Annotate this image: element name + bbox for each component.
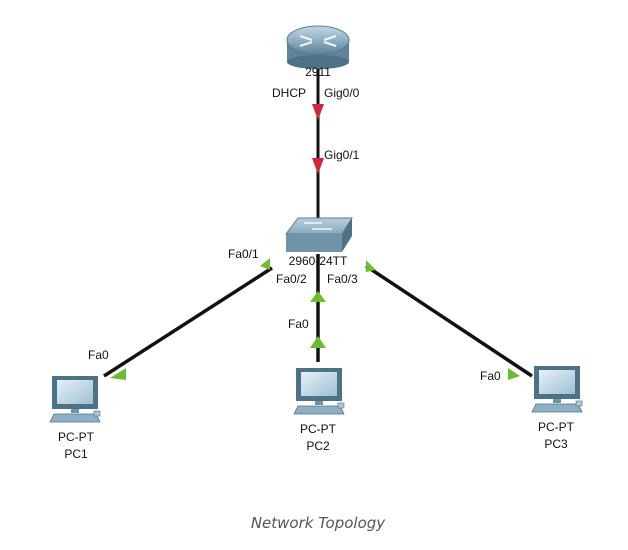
pc3-keyboard bbox=[531, 403, 583, 413]
pc2-screen bbox=[301, 372, 337, 396]
figure-caption: Network Topology bbox=[251, 514, 386, 532]
links bbox=[103, 62, 533, 378]
labels: 2911 DHCP Gig0/0 Gig0/1 2960-24TT Fa0/1 … bbox=[58, 65, 575, 461]
switch-port-fa0-1-label: Fa0/1 bbox=[228, 247, 259, 261]
switch-model-label: 2960-24TT bbox=[289, 254, 348, 268]
switch-port-fa0-3-label: Fa0/3 bbox=[327, 272, 358, 286]
link-status-indicators bbox=[110, 104, 520, 380]
pc3-screen bbox=[539, 370, 575, 394]
pc1-mouse bbox=[93, 410, 101, 417]
link-status-up-pc3-fa0 bbox=[508, 368, 520, 380]
router-port-label: Gig0/0 bbox=[324, 86, 360, 100]
link-switch-pc3[interactable] bbox=[365, 264, 533, 378]
pc1-name-label: PC1 bbox=[64, 447, 88, 461]
switch-side bbox=[342, 218, 352, 252]
pc2-name-label: PC2 bbox=[306, 439, 330, 453]
router-bottom bbox=[287, 55, 349, 69]
pc1-port-label: Fa0 bbox=[88, 348, 109, 362]
pc2-device[interactable] bbox=[293, 368, 345, 415]
pc2-keyboard bbox=[293, 405, 345, 415]
switch-top bbox=[285, 217, 353, 235]
switch-arrows-icon bbox=[304, 222, 332, 230]
pc2-type-label: PC-PT bbox=[300, 422, 337, 436]
pc1-stand bbox=[71, 409, 79, 413]
link-status-up-pc2-fa0 bbox=[310, 336, 326, 348]
router-device[interactable] bbox=[286, 25, 350, 69]
link-status-down-router-end bbox=[312, 104, 324, 120]
link-status-up-switch-fa0-3 bbox=[366, 260, 376, 272]
pc1-screen bbox=[57, 380, 93, 404]
router-arrows-icon bbox=[299, 35, 337, 47]
link-status-up-switch-fa0-2 bbox=[310, 291, 326, 302]
pc3-device[interactable] bbox=[531, 366, 583, 413]
pc2-mouse bbox=[337, 402, 345, 409]
pc3-name-label: PC3 bbox=[544, 437, 568, 451]
pc1-device[interactable] bbox=[49, 376, 101, 423]
switch-uplink-port-label: Gig0/1 bbox=[324, 148, 360, 162]
pc3-port-label: Fa0 bbox=[480, 369, 501, 383]
switch-front bbox=[286, 234, 342, 252]
link-status-up-switch-fa0-1 bbox=[260, 258, 270, 270]
switch-port-fa0-2-label: Fa0/2 bbox=[276, 272, 307, 286]
router-top bbox=[286, 25, 350, 55]
router-model-label: 2911 bbox=[305, 65, 331, 79]
pc1-type-label: PC-PT bbox=[58, 430, 95, 444]
dhcp-label: DHCP bbox=[272, 86, 306, 100]
pc3-type-label: PC-PT bbox=[538, 420, 575, 434]
link-switch-pc1[interactable] bbox=[103, 266, 273, 378]
pc2-stand bbox=[315, 401, 323, 405]
pc2-port-label: Fa0 bbox=[288, 317, 309, 331]
switch-device[interactable] bbox=[285, 217, 353, 252]
link-status-up-pc1-fa0 bbox=[110, 368, 126, 380]
pc3-mouse bbox=[575, 400, 583, 407]
link-status-down-switch-end bbox=[312, 158, 324, 174]
pc3-stand bbox=[553, 399, 561, 403]
pc1-keyboard bbox=[49, 413, 101, 423]
